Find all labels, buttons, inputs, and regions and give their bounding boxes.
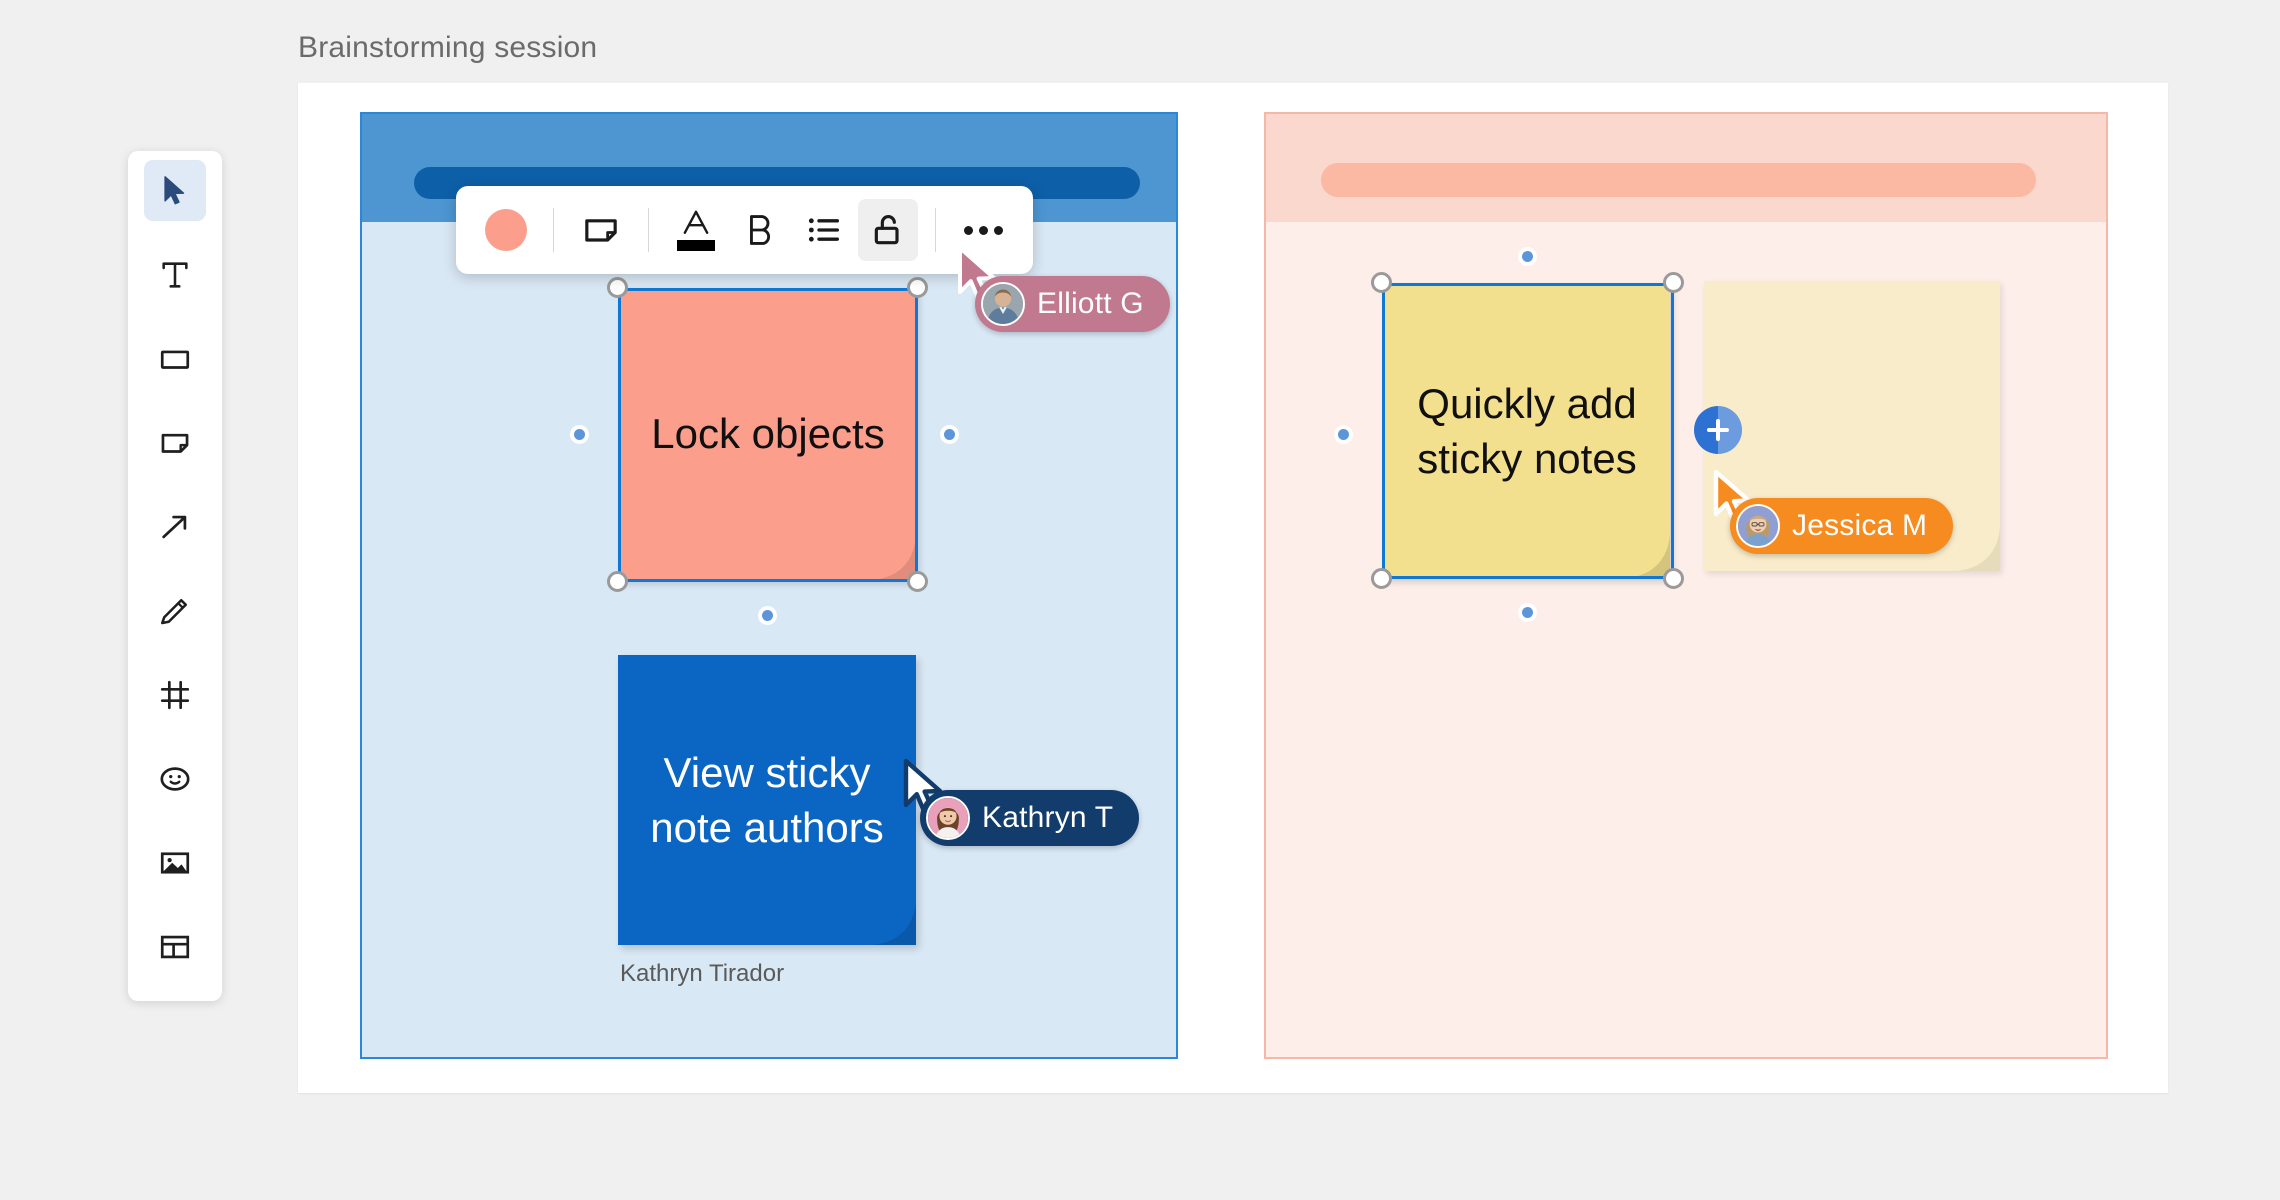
arrow-icon (162, 515, 187, 539)
text-icon (162, 262, 188, 288)
add-handle-left[interactable] (570, 425, 589, 444)
tool-pen[interactable] (144, 580, 206, 641)
more-horizontal-icon (963, 225, 1003, 235)
resize-handle-top-left[interactable] (607, 277, 628, 298)
tool-select[interactable] (144, 160, 206, 222)
avatar (926, 796, 970, 840)
add-sticky-note-button[interactable] (1694, 406, 1742, 454)
resize-handle-bottom-right[interactable] (1663, 568, 1684, 589)
avatar-photo-elliott (983, 284, 1023, 324)
avatar (1736, 504, 1780, 548)
resize-handle-top-right[interactable] (1663, 272, 1684, 293)
add-handle-bottom[interactable] (1518, 603, 1537, 622)
sticky-note-icon (161, 433, 189, 453)
tool-emoji[interactable] (144, 749, 206, 810)
creation-toolbar[interactable] (128, 151, 222, 1001)
cursor-icon (164, 175, 185, 205)
ctx-note-shape-button[interactable] (571, 199, 631, 261)
plus-icon (1707, 419, 1729, 441)
tool-template[interactable] (144, 917, 206, 978)
note-curl-icon (872, 901, 916, 945)
resize-handle-bottom-left[interactable] (607, 571, 628, 592)
sticky-note-author-label: Kathryn Tirador (620, 960, 785, 987)
tool-sticky-note[interactable] (144, 412, 206, 473)
resize-handle-top-right[interactable] (907, 277, 928, 298)
note-curl-icon (1626, 534, 1670, 578)
frame-icon (160, 681, 190, 710)
sticky-note-text: Quickly add sticky notes (1417, 379, 1637, 482)
ctx-fill-color-button[interactable] (476, 199, 536, 261)
bold-icon (750, 215, 770, 245)
note-curl-icon (1956, 527, 2000, 571)
board-pink-header (1266, 114, 2106, 222)
bullet-list-icon (808, 218, 839, 242)
rectangle-icon (160, 350, 190, 369)
tool-text[interactable] (144, 244, 206, 305)
template-icon (160, 936, 190, 959)
text-color-icon (683, 210, 709, 234)
board-card-pink[interactable] (1264, 112, 2108, 1059)
text-color-bar (677, 240, 715, 251)
image-icon (160, 852, 190, 874)
toolbar-divider (935, 208, 936, 252)
tool-image[interactable] (144, 833, 206, 894)
resize-handle-bottom-right[interactable] (907, 571, 928, 592)
sticky-note-lock-objects[interactable]: Lock objects (620, 288, 916, 580)
sticky-note-quickly-add[interactable]: Quickly add sticky notes (1384, 284, 1670, 578)
add-handle-bottom[interactable] (758, 606, 777, 625)
unlock-icon (874, 215, 899, 245)
collaborator-pill-elliott: Elliott G (975, 276, 1170, 332)
resize-handle-bottom-left[interactable] (1371, 568, 1392, 589)
collaborator-name: Kathryn T (982, 801, 1114, 834)
page-title: Brainstorming session (298, 31, 598, 64)
ctx-bullet-list-button[interactable] (794, 199, 854, 261)
object-context-toolbar[interactable] (456, 186, 1033, 274)
collaborator-pill-jessica: Jessica M (1730, 498, 1954, 554)
sticky-note-text: View sticky note authors (650, 748, 884, 851)
tool-connector[interactable] (144, 496, 206, 557)
sticky-note-view-authors[interactable]: View sticky note authors (618, 655, 916, 945)
sticky-note-text: Lock objects (651, 410, 885, 458)
toolbar-divider (553, 208, 554, 252)
color-swatch-icon (485, 209, 527, 251)
ctx-unlock-button[interactable] (858, 199, 918, 261)
tool-frame[interactable] (144, 665, 206, 726)
add-handle-top[interactable] (1518, 247, 1537, 266)
ctx-more-button[interactable] (953, 199, 1013, 261)
tool-shape[interactable] (144, 328, 206, 389)
avatar-photo-jessica (1738, 506, 1778, 546)
board-pink-title-bar (1321, 163, 2036, 197)
add-handle-left[interactable] (1334, 425, 1353, 444)
collaborator-name: Elliott G (1037, 287, 1144, 320)
pen-icon (160, 598, 188, 625)
collaborator-name: Jessica M (1792, 509, 1928, 542)
sticky-note-icon (585, 219, 617, 242)
avatar (981, 282, 1025, 326)
avatar-photo-kathryn (928, 798, 968, 838)
ctx-text-color-button[interactable] (666, 199, 726, 261)
resize-handle-top-left[interactable] (1371, 272, 1392, 293)
smiley-icon (160, 767, 190, 791)
collaborator-pill-kathryn: Kathryn T (920, 790, 1140, 846)
whiteboard-canvas[interactable] (298, 83, 2168, 1093)
toolbar-divider (648, 208, 649, 252)
add-handle-right[interactable] (940, 425, 959, 444)
ctx-bold-button[interactable] (730, 199, 790, 261)
